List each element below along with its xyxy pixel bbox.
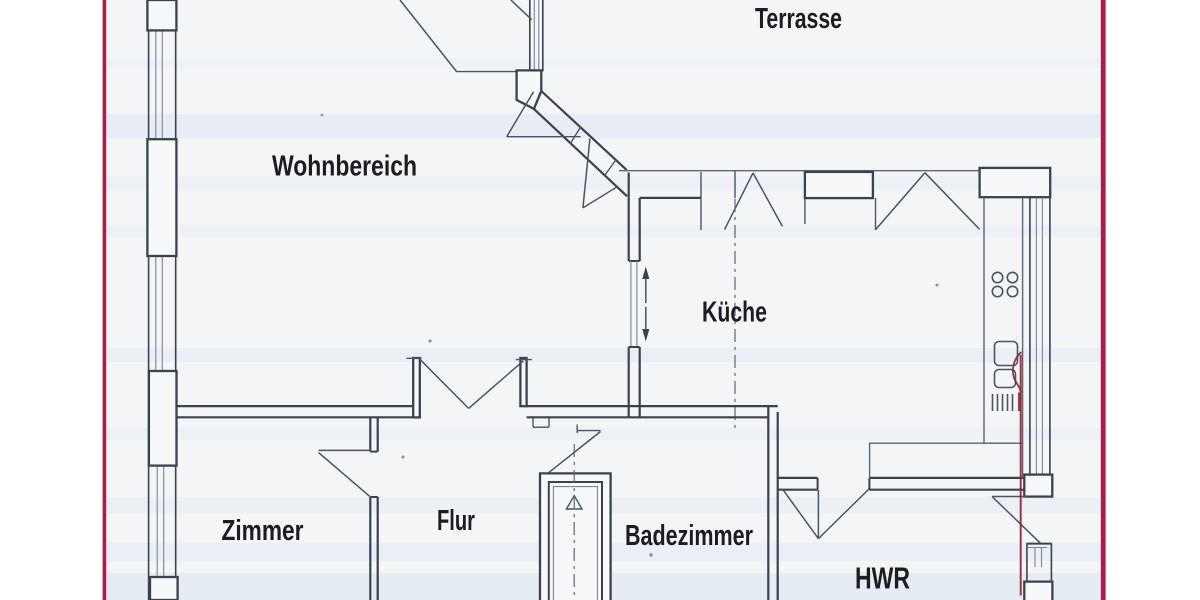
hwr-wall (777, 476, 1030, 540)
scan-border-right-icon (1100, 0, 1106, 600)
zimmer-door (318, 449, 371, 498)
scan-background (103, 0, 1106, 600)
kitchen-window (803, 170, 875, 200)
room-label-kueche: Küche (702, 297, 767, 329)
bathroom (538, 424, 612, 600)
kitchen-top-wall (619, 166, 1052, 231)
room-label-flur: Flur (437, 505, 475, 537)
passage-arrows-icon (642, 266, 650, 342)
room-label-zimmer: Zimmer (222, 515, 304, 547)
room-label-wohnbereich: Wohnbereich (272, 151, 417, 183)
room-labels: Terrasse Wohnbereich Küche Zimmer Flur B… (222, 3, 911, 596)
bathroom-right-wall (767, 406, 779, 600)
room-label-hwr: HWR (855, 561, 910, 596)
kitchen-double-door-right (874, 172, 981, 231)
corner-pillar (978, 166, 1052, 199)
room-label-terrasse: Terrasse (755, 3, 842, 35)
scan-border-left-icon (102, 0, 107, 600)
right-exterior-wall (991, 196, 1054, 600)
kitchen-double-door-left (700, 171, 806, 230)
room-label-badezimmer: Badezimmer (625, 520, 753, 552)
hall-wall (176, 356, 778, 428)
terrace-door-leaf-1 (506, 91, 581, 138)
living-room-double-door (406, 356, 532, 419)
terrace-upper-door (399, 0, 544, 111)
bath-door-jamb-notch (532, 417, 550, 428)
kitchen-fixtures (868, 198, 1024, 478)
hwr-door (782, 488, 870, 540)
sink-icon (993, 340, 1019, 389)
cooktop-icon (991, 271, 1019, 298)
zimmer-wall (318, 417, 379, 600)
shower-icon (538, 472, 612, 600)
pen-annotation (1012, 351, 1023, 596)
terrace-door-leaf-2 (582, 138, 619, 209)
kitchen-counter-bottom (868, 442, 1024, 478)
left-exterior-wall (146, 0, 179, 600)
diagonal-terrace-wall (506, 90, 628, 209)
kitchen-divider-wall (627, 172, 736, 428)
dishwasher-icon (991, 394, 1014, 411)
